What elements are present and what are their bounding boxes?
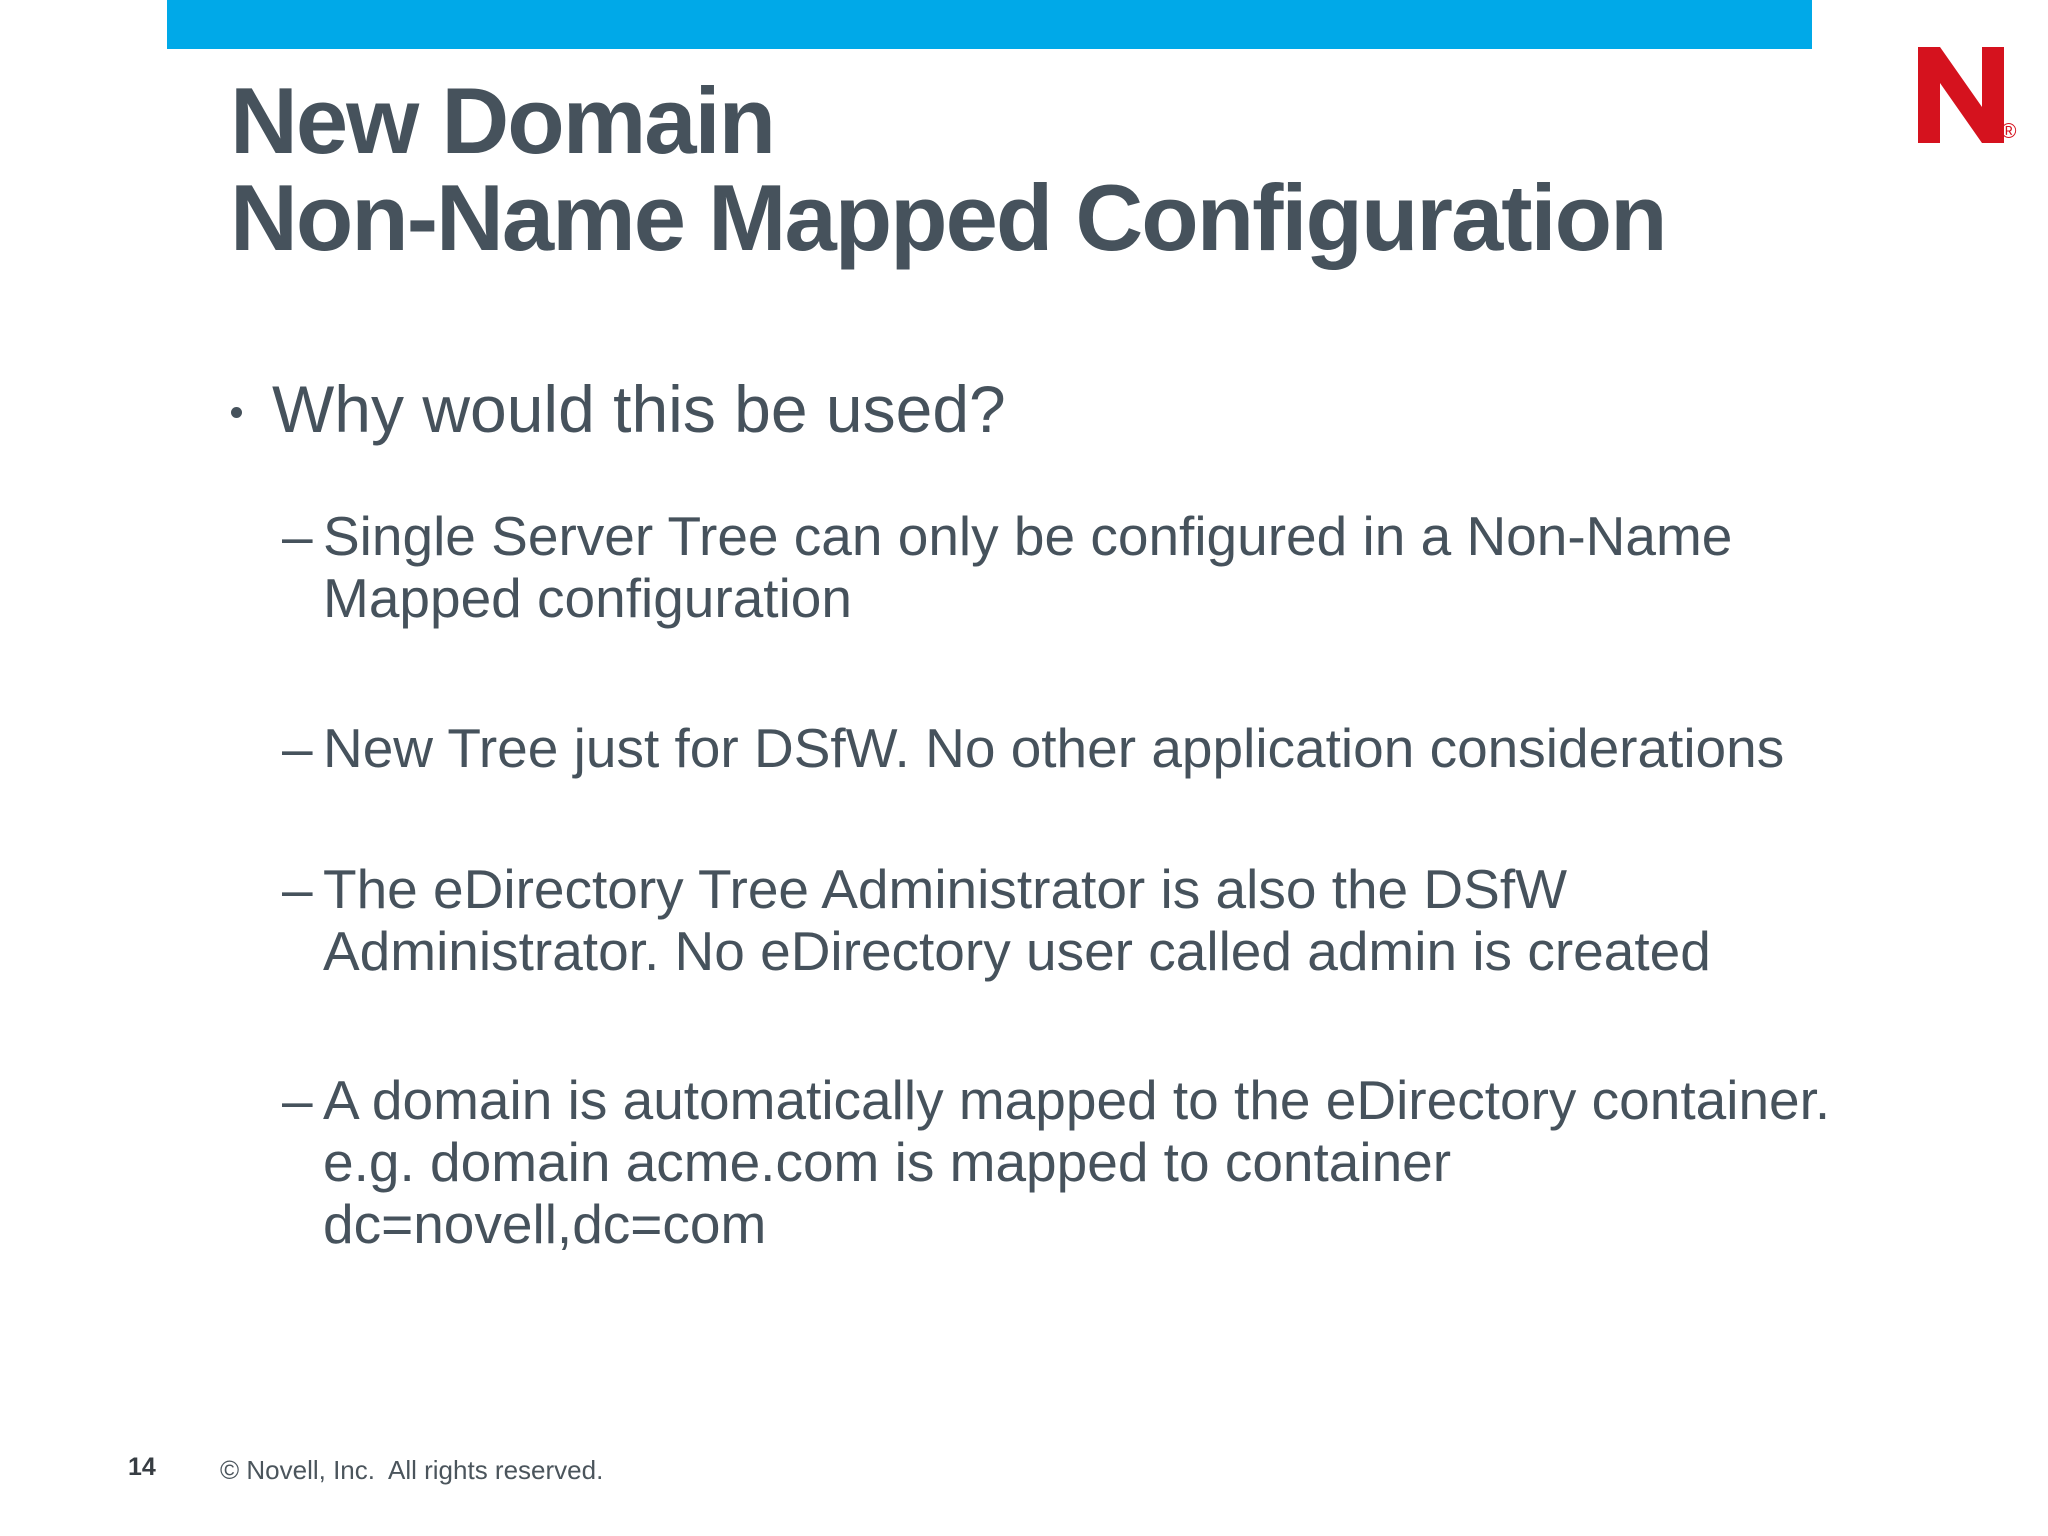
sub-bullet-single-server-tree: – Single Server Tree can only be configu…: [282, 505, 2042, 629]
sub-bullet-text: The eDirectory Tree Administrator is als…: [323, 858, 1711, 982]
top-accent-bar: [167, 0, 1812, 49]
registered-trademark-mark: ®: [2001, 120, 2017, 143]
sub-bullet-text: A domain is automatically mapped to the …: [323, 1069, 1831, 1255]
sub-bullet-text: Single Server Tree can only be configure…: [323, 505, 1733, 629]
sub-bullet-tree-administrator: – The eDirectory Tree Administrator is a…: [282, 858, 2042, 982]
dash-bullet-icon: –: [282, 505, 313, 567]
copyright-notice: © Novell, Inc. All rights reserved.: [220, 1455, 604, 1485]
novell-n-icon: [1918, 47, 2004, 143]
dash-bullet-icon: –: [282, 858, 313, 920]
dash-bullet-icon: –: [282, 1069, 313, 1131]
bullet-dot-icon: [231, 407, 242, 418]
novell-logo: ®: [1918, 47, 2028, 147]
slide-title: New Domain Non-Name Mapped Configuration: [230, 68, 1667, 270]
dash-bullet-icon: –: [282, 717, 313, 779]
page-number: 14: [128, 1453, 156, 1481]
sub-bullet-text: New Tree just for DSfW. No other applica…: [323, 717, 1785, 779]
bullet-item-question: Why would this be used?: [230, 374, 1930, 444]
sub-bullet-new-tree: – New Tree just for DSfW. No other appli…: [282, 717, 2042, 779]
question-text: Why would this be used?: [272, 372, 1006, 446]
sub-bullet-domain-mapping: – A domain is automatically mapped to th…: [282, 1069, 2042, 1255]
